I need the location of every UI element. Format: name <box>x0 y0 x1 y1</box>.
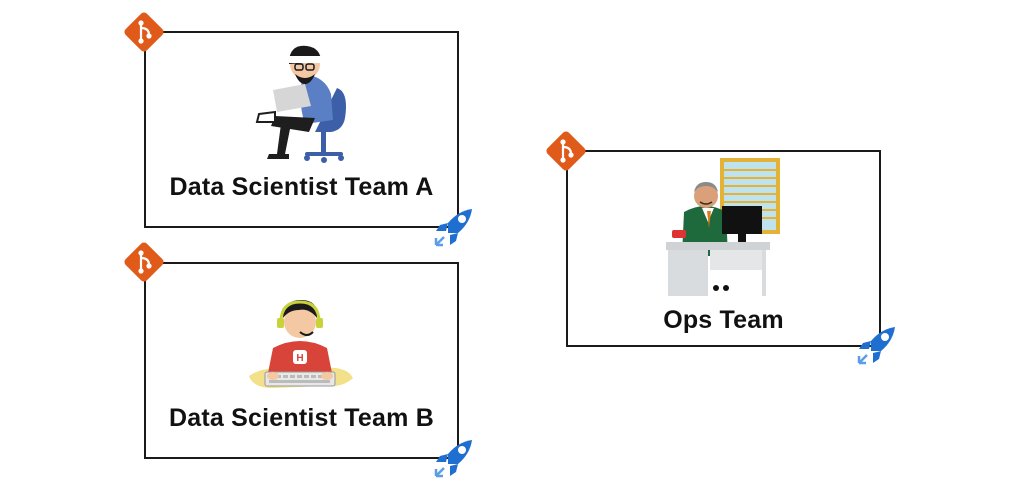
ops-engineer-desk-illustration <box>666 158 780 296</box>
svg-text:H: H <box>296 353 303 364</box>
data-scientist-keyboard-illustration: H <box>249 300 353 388</box>
data-scientist-laptop-illustration <box>255 45 346 163</box>
ops-team-label: Ops Team <box>663 306 784 334</box>
pipeline-rocket-icon <box>434 209 472 247</box>
team-b-label: Data Scientist Team B <box>169 404 434 432</box>
git-icon <box>546 131 586 171</box>
pipeline-rocket-icon <box>434 440 472 478</box>
git-icon <box>124 12 164 52</box>
team-a-label: Data Scientist Team A <box>169 173 434 201</box>
git-icon <box>124 242 164 282</box>
pipeline-rocket-icon <box>857 327 895 365</box>
